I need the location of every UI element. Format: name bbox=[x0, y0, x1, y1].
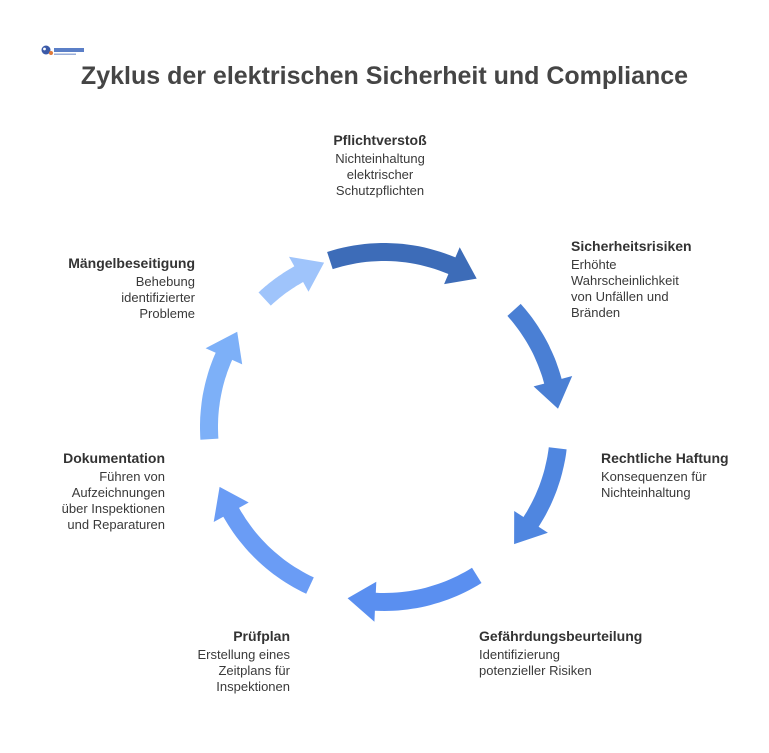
stage-pflichtverstoss: Pflichtverstoß Nichteinhaltung elektrisc… bbox=[300, 132, 460, 199]
stage-heading: Prüfplan bbox=[233, 628, 290, 644]
stage-heading: Dokumentation bbox=[63, 450, 165, 466]
stage-pruefplan: Prüfplan Erstellung eines Zeitplans für … bbox=[140, 628, 291, 695]
stage-heading: Pflichtverstoß bbox=[333, 132, 427, 148]
stage-description: Behebung identifizierter Probleme bbox=[121, 274, 195, 321]
cycle-arrow-5 bbox=[213, 486, 314, 594]
stage-description: Konsequenzen für Nichteinhaltung bbox=[601, 469, 707, 500]
stage-sicherheitsrisiken: Sicherheitsrisiken Erhöhte Wahrscheinlic… bbox=[571, 238, 751, 321]
cycle-arrow-2 bbox=[507, 303, 573, 409]
cycle-arrow-1 bbox=[327, 243, 477, 285]
napkin-logo-icon bbox=[41, 45, 84, 55]
page-title: Zyklus der elektrischen Sicherheit und C… bbox=[80, 62, 689, 90]
cycle-arrow-6 bbox=[200, 331, 243, 440]
cycle-arrow-3 bbox=[514, 447, 567, 545]
stage-heading: Rechtliche Haftung bbox=[601, 450, 729, 466]
stage-heading: Mängelbeseitigung bbox=[68, 255, 195, 271]
stage-description: Erstellung eines Zeitplans für Inspektio… bbox=[197, 647, 291, 694]
stage-rechtliche-haftung: Rechtliche Haftung Konsequenzen für Nich… bbox=[601, 450, 761, 501]
stage-heading: Sicherheitsrisiken bbox=[571, 238, 692, 254]
stage-maengelbeseitigung: Mängelbeseitigung Behebung identifiziert… bbox=[30, 255, 195, 322]
cycle-arrow-4 bbox=[347, 567, 482, 622]
stage-dokumentation: Dokumentation Führen von Aufzeichnungen … bbox=[20, 450, 165, 533]
stage-description: Nichteinhaltung elektrischer Schutzpflic… bbox=[335, 151, 425, 198]
stage-heading: Gefährdungsbeurteilung bbox=[479, 628, 643, 644]
stage-description: Identifizierung potenzieller Risiken bbox=[479, 647, 592, 678]
stage-gefaehrdungsbeurteilung: Gefährdungsbeurteilung Identifizierung p… bbox=[479, 628, 659, 679]
stage-description: Erhöhte Wahrscheinlichkeit von Unfällen … bbox=[571, 257, 679, 320]
stage-description: Führen von Aufzeichnungen über Inspektio… bbox=[61, 469, 165, 532]
cycle-arrow-7 bbox=[258, 256, 325, 306]
